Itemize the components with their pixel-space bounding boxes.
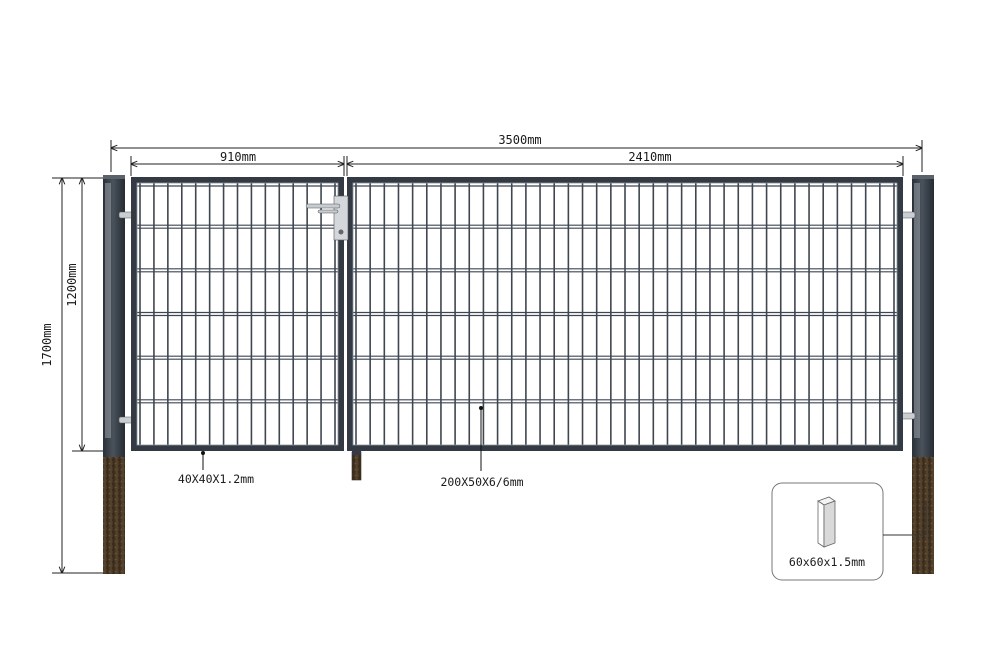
gate-lock bbox=[305, 195, 349, 241]
drop-bolt bbox=[351, 451, 362, 481]
gate-frame-inner-edge bbox=[136, 182, 339, 446]
left-post bbox=[103, 175, 125, 574]
gate-frame bbox=[347, 177, 903, 451]
total-height-label: 1700mm bbox=[40, 323, 54, 366]
left-leaf-width-label: 910mm bbox=[220, 150, 256, 164]
left-gate-leaf bbox=[131, 177, 344, 451]
gate-frame bbox=[131, 177, 344, 451]
right-gate-leaf bbox=[347, 177, 903, 451]
frame-callout bbox=[201, 451, 205, 470]
right-leaf-width-label: 2410mm bbox=[628, 150, 671, 164]
post-profile-callout bbox=[771, 482, 927, 581]
right-post bbox=[912, 175, 934, 574]
hinges bbox=[118, 211, 916, 424]
post-profile-icon bbox=[817, 496, 836, 548]
gate-height-label: 1200mm bbox=[65, 263, 79, 306]
mesh-callout bbox=[479, 406, 483, 471]
dimension-lines bbox=[52, 140, 922, 573]
mesh-spec-label: 200X50X6/6mm bbox=[440, 475, 523, 489]
gate-frame-inner-edge bbox=[352, 182, 898, 446]
total-width-label: 3500mm bbox=[498, 133, 541, 147]
frame-profile-label: 40X40X1.2mm bbox=[178, 472, 254, 486]
post-profile-label: 60x60x1.5mm bbox=[789, 555, 865, 569]
